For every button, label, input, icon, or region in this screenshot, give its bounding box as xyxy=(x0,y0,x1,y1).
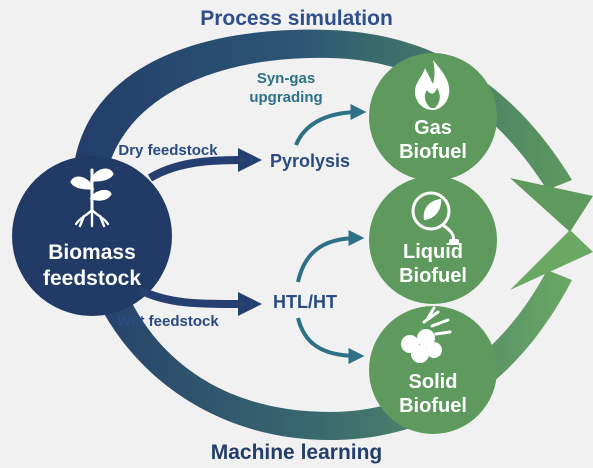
dry-feedstock-label: Dry feedstock xyxy=(118,142,218,159)
bottom-loop-arc xyxy=(71,190,572,440)
dry-feedstock-arrow xyxy=(147,156,241,182)
solid-biofuel-label-line1: Solid xyxy=(408,371,458,393)
biomass-node xyxy=(12,156,172,316)
liquid-biofuel-label-line2: Biofuel xyxy=(399,265,467,287)
syngas-label-line2: upgrading xyxy=(249,89,323,106)
solid-biofuel-node xyxy=(369,306,497,434)
solid-biofuel-label-line2: Biofuel xyxy=(399,395,467,417)
htl-to-solid-arrow xyxy=(296,317,365,364)
wet-feedstock-arrow xyxy=(138,286,241,309)
wet-feedstock-arrowhead xyxy=(238,292,262,316)
pyrolysis-label: Pyrolysis xyxy=(269,151,351,171)
biomass-label-line2: feedstock xyxy=(42,267,142,290)
liquid-biofuel-node xyxy=(369,176,497,304)
htl-to-liquid-arrow xyxy=(296,230,365,283)
dry-feedstock-arrowhead xyxy=(238,148,262,172)
htl-label: HTL/HT xyxy=(273,292,337,312)
process-simulation-title: Process simulation xyxy=(200,7,393,30)
liquid-biofuel-label-line1: Liquid xyxy=(403,241,463,263)
machine-learning-title: Machine learning xyxy=(210,441,383,464)
top-loop-arrowhead xyxy=(510,178,593,232)
gas-biofuel-label-line1: Gas xyxy=(414,117,452,139)
syngas-label-line1: Syn-gas xyxy=(256,70,316,87)
pellets-icon xyxy=(401,306,452,363)
gas-biofuel-label-line2: Biofuel xyxy=(399,141,467,163)
flame-icon xyxy=(415,60,450,110)
biomass-label-line1: Biomass xyxy=(48,241,136,264)
wet-feedstock-label: Wet feedstock xyxy=(117,313,219,330)
bottom-loop-arrowhead xyxy=(510,230,593,290)
leaf-plug-icon xyxy=(411,191,459,245)
pyrolysis-to-gas-arrow xyxy=(294,104,367,146)
plant-sprout-icon xyxy=(70,168,114,228)
gas-biofuel-node xyxy=(369,53,497,181)
